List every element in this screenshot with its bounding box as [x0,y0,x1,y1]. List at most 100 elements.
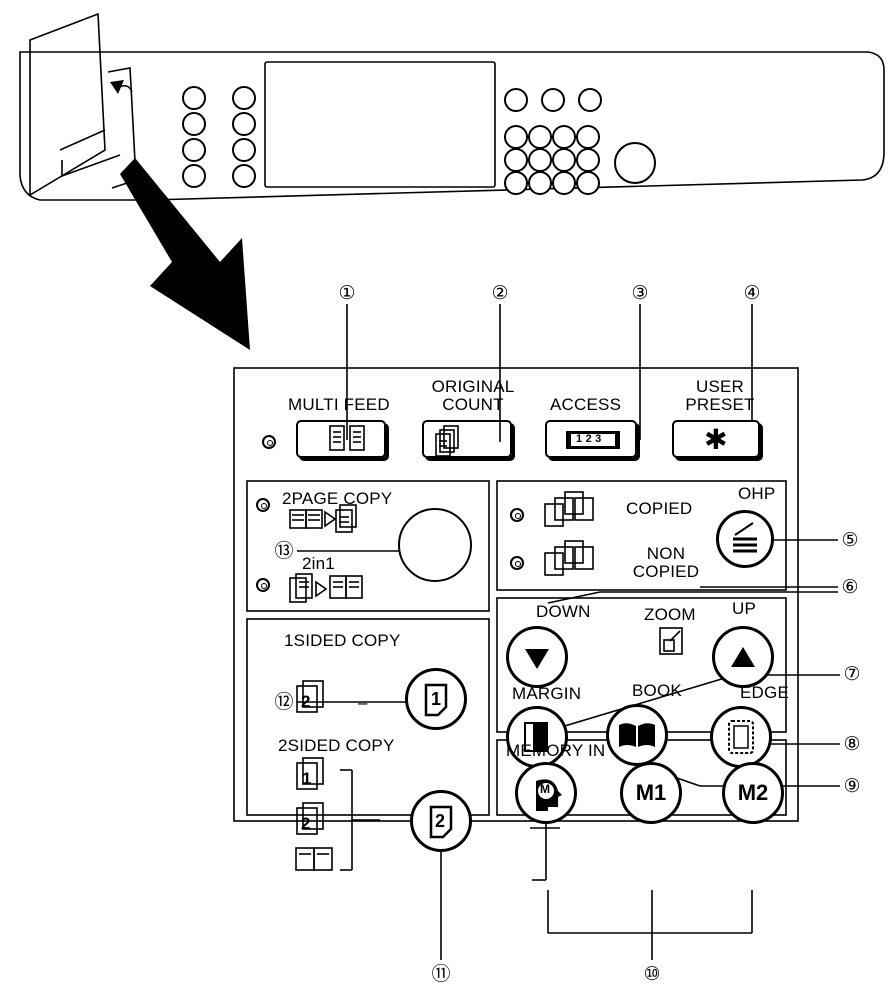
callout-4: ④ [743,282,761,304]
book-label: BOOK [632,681,682,700]
zoom-up-button[interactable] [712,626,774,688]
overview-key[interactable] [182,164,206,188]
overview-key[interactable] [504,171,528,195]
overview-key[interactable] [232,86,256,110]
two-page-copy-label: 2PAGE COPY [282,489,393,508]
two-in-one-lamp [256,578,270,592]
one-sided-copy-icon: 1 [424,683,448,717]
callout-9: ⑨ [843,775,861,797]
memory-in-letter: M [540,782,551,796]
svg-text:2: 2 [301,692,310,711]
access-counter-icon [566,431,620,449]
svg-text:1: 1 [431,689,441,709]
multi-feed-label: MULTI FEED [288,395,390,414]
book-icon [619,723,655,747]
callout-12: ⑫ [274,691,294,713]
margin-icon [524,722,548,752]
user-preset-label-2: PRESET [685,395,755,414]
one-sided-dash: – [358,693,368,712]
overview-key[interactable] [578,88,602,112]
ohp-label: OHP [738,484,776,503]
svg-text:1: 1 [302,769,311,788]
overview-key[interactable] [576,148,600,172]
page-mode-button[interactable] [398,508,472,582]
memory-in-button[interactable]: M [515,762,577,824]
two-sided-button[interactable]: 2 [410,790,472,852]
overview-key[interactable] [504,125,528,149]
original-count-label-1: ORIGINAL [431,377,515,396]
one-sided-button[interactable]: 1 [405,668,467,730]
overview-key[interactable] [232,138,256,162]
overview-key[interactable] [541,88,565,112]
two-sided-icon: 1 2 [295,757,333,871]
duplex-box [246,618,490,816]
two-page-copy-icon [289,504,357,533]
ohp-button[interactable] [716,510,774,568]
two-sided-bracket [340,769,380,871]
callout-6: ⑥ [841,576,859,598]
overview-start-key[interactable] [614,142,656,184]
m2-label: M2 [737,780,769,805]
overview-key[interactable] [232,112,256,136]
original-count-label-2: COUNT [442,395,504,414]
arrow-pointer-icon [110,80,250,350]
overview-key[interactable] [528,125,552,149]
m1-label: M1 [635,780,667,805]
callout-8: ⑧ [843,733,861,755]
overview-key[interactable] [182,112,206,136]
edge-button[interactable] [710,706,772,768]
ohp-non-label-2: COPIED [632,562,700,581]
svg-text:2: 2 [301,814,310,833]
two-page-copy-lamp [256,498,270,512]
callout-11: ⑪ [431,963,451,985]
memory-in-label: MEMORY IN [506,741,606,760]
callout-5: ⑤ [841,529,859,551]
edge-icon [728,720,754,754]
overview-panel [19,12,885,201]
memory-m1-button[interactable]: M1 [620,762,682,824]
ohp-copied-label: COPIED [626,499,693,518]
overview-key[interactable] [504,88,528,112]
ohp-box [496,480,787,591]
overview-key[interactable] [576,171,600,195]
zoom-icon [659,627,683,655]
ohp-non-copied-icon [544,540,594,576]
multi-feed-icon [329,425,365,451]
memory-m2-button[interactable]: M2 [722,762,784,824]
callout-1: ① [338,282,356,304]
margin-label: MARGIN [512,684,582,703]
overview-key[interactable] [528,148,552,172]
callout-13: ⑬ [274,540,294,562]
ohp-non-label-1: NON [646,544,686,563]
callout-3: ③ [631,282,649,304]
book-button[interactable] [606,704,668,766]
up-label: UP [732,599,757,618]
access-button[interactable] [545,420,637,458]
callout-10: ⑩ [643,963,661,985]
two-sided-label: 2SIDED COPY [278,736,395,755]
overview-key[interactable] [552,171,576,195]
overview-key[interactable] [232,164,256,188]
multi-feed-button[interactable] [296,420,386,458]
original-count-button[interactable] [422,420,512,458]
access-icon-text: 1 2 3 [576,433,602,445]
margin-button[interactable] [506,706,568,768]
ohp-copied-icon [544,491,594,527]
zoom-down-button[interactable] [506,626,568,688]
overview-key[interactable] [552,125,576,149]
multi-feed-lamp [262,435,276,449]
overview-key[interactable] [504,148,528,172]
two-sided-copy-icon: 2 [429,805,453,839]
two-in-one-icon [289,573,363,603]
user-preset-button[interactable] [672,420,760,458]
panel-frame [233,367,799,822]
overview-key[interactable] [528,171,552,195]
overview-key[interactable] [182,138,206,162]
overview-key[interactable] [182,86,206,110]
ohp-non-copied-lamp [510,556,524,570]
overview-key[interactable] [576,125,600,149]
ohp-copied-lamp [510,508,524,522]
overview-key[interactable] [552,148,576,172]
